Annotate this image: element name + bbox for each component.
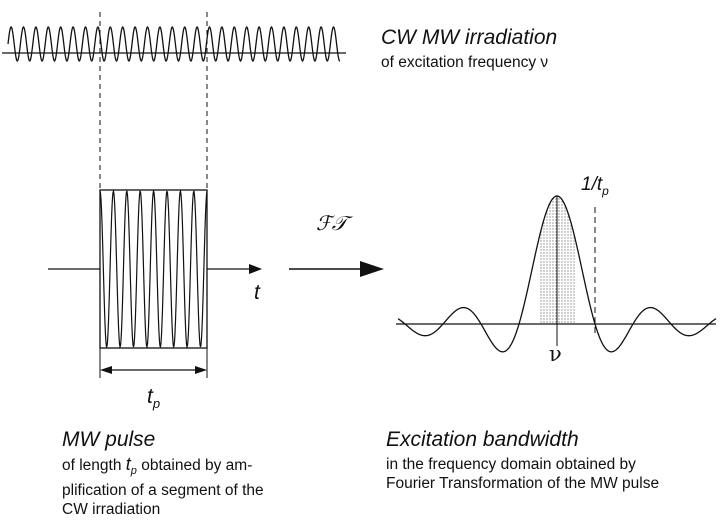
pulse-desc-line3: CW irradiation	[62, 501, 161, 519]
pulse-length-arrow-right	[195, 366, 207, 374]
pulse-length-sub: p	[152, 396, 161, 412]
bandwidth-label: 1/tp	[581, 175, 609, 197]
pulse-title: MW pulse	[62, 428, 156, 451]
spectrum-desc-line1: in the frequency domain obtained by	[386, 456, 636, 473]
pulse-description: of length tp obtained by am- plification…	[62, 455, 264, 519]
time-axis-label: t	[254, 281, 260, 304]
pulse-desc-line2: plification of a segment of the	[62, 482, 264, 500]
bandwidth-label-text: 1/t	[581, 174, 603, 195]
pulse-length-arrow-left	[100, 366, 112, 374]
pulse-length-label: tp	[147, 386, 160, 410]
cw-title: CW MW irradiation	[381, 26, 558, 49]
pulse-desc-line1: of length tp obtained by am-	[62, 454, 253, 478]
transform-arrowhead	[360, 261, 384, 277]
pulse-wave	[99, 188, 208, 350]
cw-subtitle: of excitation frequency ν	[381, 54, 549, 71]
spectrum-desc-line2: Fourier Transformation of the MW pulse	[386, 475, 660, 492]
center-frequency-label: ν	[549, 342, 562, 366]
bandwidth-label-sub: p	[602, 183, 609, 198]
spectrum-description: in the frequency domain obtained by Four…	[386, 455, 659, 493]
pulse-length-t: t	[147, 385, 153, 408]
cw-wave	[7, 26, 341, 62]
time-axis-arrowhead	[249, 264, 262, 274]
spectrum-title: Excitation bandwidth	[386, 428, 579, 451]
fourier-transform-label: ℱ𝒯	[316, 211, 348, 235]
